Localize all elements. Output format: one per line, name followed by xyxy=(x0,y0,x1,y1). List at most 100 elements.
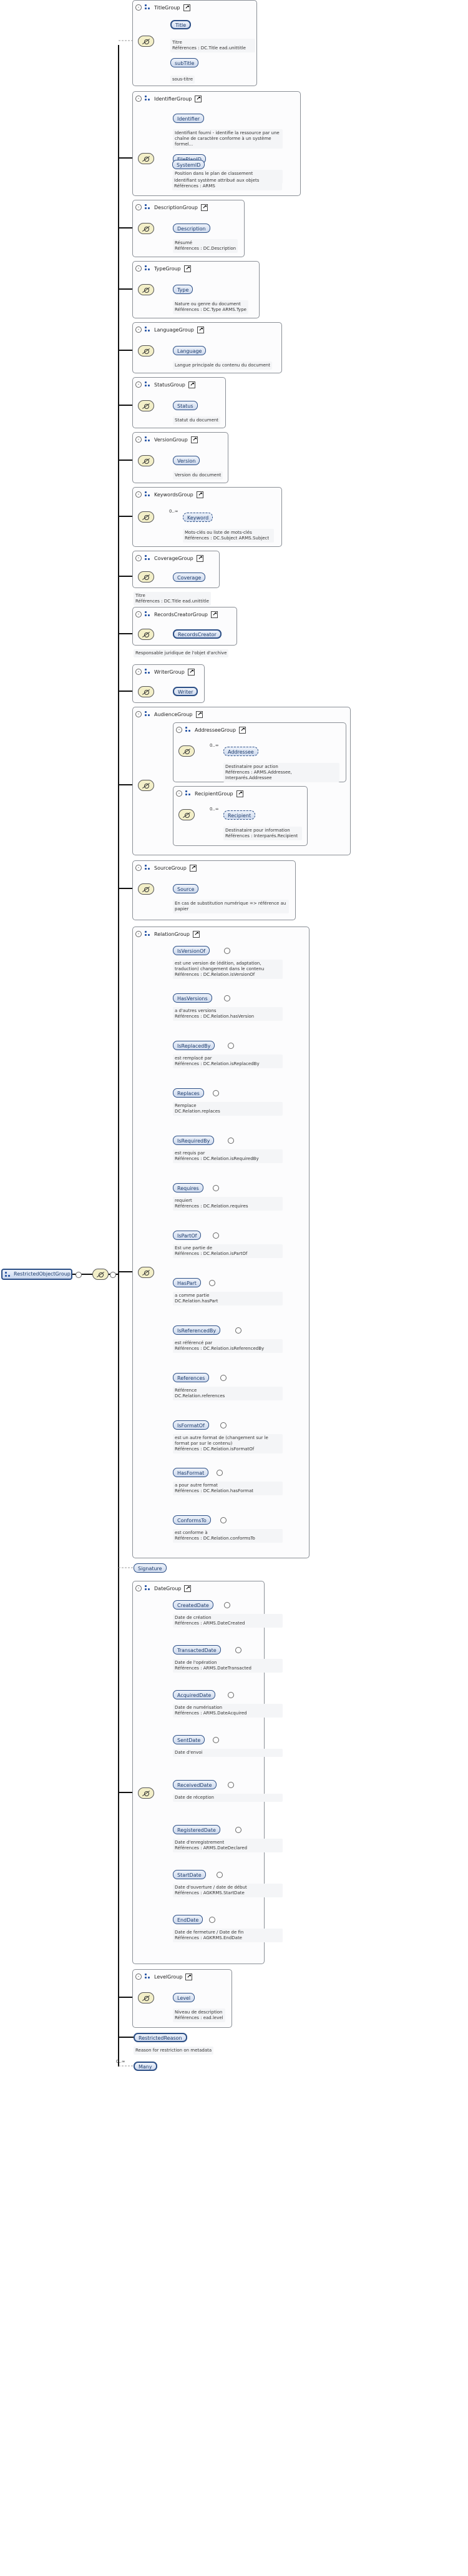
element-version[interactable]: Version xyxy=(173,456,200,465)
sequence-compositor-icon[interactable] xyxy=(138,1267,154,1278)
collapse-icon[interactable]: - xyxy=(135,1974,142,1980)
collapse-icon[interactable]: - xyxy=(135,204,142,210)
sequence-compositor-icon[interactable] xyxy=(138,455,154,466)
expand-toggle-icon[interactable] xyxy=(224,995,230,1001)
sequence-compositor-icon[interactable] xyxy=(138,1992,154,2003)
element-systemid[interactable]: SystemID xyxy=(172,160,205,169)
element-transacteddate[interactable]: TransactedDate xyxy=(173,1645,221,1654)
collapse-icon[interactable]: - xyxy=(135,265,142,272)
element-hasversions[interactable]: HasVersions xyxy=(173,993,212,1003)
sequence-compositor-icon[interactable] xyxy=(178,745,195,757)
element-conformsto[interactable]: ConformsTo xyxy=(173,1515,211,1525)
expand-toggle-icon[interactable] xyxy=(213,1090,219,1096)
collapse-icon[interactable]: - xyxy=(135,669,142,675)
collapse-icon[interactable]: - xyxy=(135,436,142,443)
sequence-compositor-icon[interactable] xyxy=(138,400,154,411)
expand-toggle-icon[interactable] xyxy=(217,1872,223,1878)
link-icon[interactable] xyxy=(188,381,195,388)
element-status[interactable]: Status xyxy=(173,401,198,410)
sequence-compositor-icon[interactable] xyxy=(138,36,154,47)
expand-toggle-icon[interactable] xyxy=(76,1272,82,1278)
link-icon[interactable] xyxy=(211,611,218,618)
element-hasformat[interactable]: HasFormat xyxy=(173,1468,209,1477)
sequence-compositor-icon[interactable] xyxy=(138,686,154,697)
collapse-icon[interactable]: - xyxy=(135,96,142,102)
collapse-icon[interactable]: - xyxy=(176,727,182,733)
root-element[interactable]: RestrictedObjectGroup xyxy=(1,1269,72,1280)
sequence-compositor-icon[interactable] xyxy=(138,511,154,523)
link-icon[interactable] xyxy=(195,710,203,718)
expand-toggle-icon[interactable] xyxy=(110,1272,116,1278)
element-haspart[interactable]: HasPart xyxy=(173,1278,201,1287)
element-acquireddate[interactable]: AcquiredDate xyxy=(173,1690,216,1699)
expand-toggle-icon[interactable] xyxy=(228,1043,234,1049)
sequence-compositor-icon[interactable] xyxy=(138,780,154,791)
expand-toggle-icon[interactable] xyxy=(220,1422,227,1428)
element-ispartof[interactable]: IsPartOf xyxy=(173,1231,202,1240)
link-icon[interactable] xyxy=(183,265,191,272)
element-sentdate[interactable]: SentDate xyxy=(173,1735,205,1744)
collapse-icon[interactable]: - xyxy=(135,555,142,561)
collapse-icon[interactable]: - xyxy=(176,790,182,797)
expand-toggle-icon[interactable] xyxy=(228,1138,234,1144)
expand-toggle-icon[interactable] xyxy=(209,1917,215,1923)
collapse-icon[interactable]: - xyxy=(135,611,142,617)
element-enddate[interactable]: EndDate xyxy=(173,1915,203,1924)
element-language[interactable]: Language xyxy=(173,346,207,355)
collapse-icon[interactable]: - xyxy=(135,865,142,871)
link-icon[interactable] xyxy=(184,1585,192,1592)
link-icon[interactable] xyxy=(196,491,203,498)
collapse-icon[interactable]: - xyxy=(135,1585,142,1591)
sequence-compositor-icon[interactable] xyxy=(92,1269,109,1280)
link-icon[interactable] xyxy=(195,95,202,102)
link-icon[interactable] xyxy=(239,726,246,734)
collapse-icon[interactable]: - xyxy=(135,4,142,11)
expand-toggle-icon[interactable] xyxy=(235,1327,241,1334)
collapse-icon[interactable]: - xyxy=(135,327,142,333)
expand-toggle-icon[interactable] xyxy=(213,1737,219,1743)
sequence-compositor-icon[interactable] xyxy=(178,809,195,820)
element-isreferencedby[interactable]: IsReferencedBy xyxy=(173,1325,221,1335)
element-isformatof[interactable]: IsFormatOf xyxy=(173,1420,209,1430)
expand-toggle-icon[interactable] xyxy=(217,1470,223,1476)
element-source[interactable]: Source xyxy=(173,884,199,893)
expand-toggle-icon[interactable] xyxy=(228,1692,234,1698)
expand-toggle-icon[interactable] xyxy=(213,1232,219,1239)
expand-toggle-icon[interactable] xyxy=(235,1827,241,1833)
link-icon[interactable] xyxy=(197,326,204,333)
element-references[interactable]: References xyxy=(173,1373,210,1382)
element-isrequiredby[interactable]: IsRequiredBy xyxy=(173,1136,215,1145)
element-receiveddate[interactable]: ReceivedDate xyxy=(173,1780,217,1789)
sequence-compositor-icon[interactable] xyxy=(138,571,154,583)
element-startdate[interactable]: StartDate xyxy=(173,1870,206,1879)
element-identifier[interactable]: Identifier xyxy=(173,114,205,123)
sequence-compositor-icon[interactable] xyxy=(138,883,154,895)
link-icon[interactable] xyxy=(187,668,195,676)
expand-toggle-icon[interactable] xyxy=(224,1602,230,1608)
sequence-compositor-icon[interactable] xyxy=(138,153,154,164)
element-coverage[interactable]: Coverage xyxy=(173,573,206,582)
link-icon[interactable] xyxy=(236,790,243,797)
expand-toggle-icon[interactable] xyxy=(220,1375,227,1381)
element-addressee[interactable]: Addressee xyxy=(223,747,258,756)
expand-toggle-icon[interactable] xyxy=(220,1517,227,1523)
element-restrictedreason[interactable]: RestrictedReason xyxy=(134,2033,187,2042)
sequence-compositor-icon[interactable] xyxy=(138,345,154,356)
element-many[interactable]: Many xyxy=(134,2062,157,2071)
sequence-compositor-icon[interactable] xyxy=(138,1787,154,1799)
link-icon[interactable] xyxy=(185,1973,193,1980)
link-icon[interactable] xyxy=(189,864,197,872)
link-icon[interactable] xyxy=(183,4,190,11)
element-requires[interactable]: Requires xyxy=(173,1183,203,1192)
expand-toggle-icon[interactable] xyxy=(213,1185,219,1191)
collapse-icon[interactable]: - xyxy=(135,381,142,388)
collapse-icon[interactable]: - xyxy=(135,931,142,937)
element-keyword[interactable]: Keyword xyxy=(183,513,213,522)
expand-toggle-icon[interactable] xyxy=(228,1782,234,1788)
expand-toggle-icon[interactable] xyxy=(209,1280,215,1286)
element-isreplacedby[interactable]: IsReplacedBy xyxy=(173,1041,215,1050)
sequence-compositor-icon[interactable] xyxy=(138,223,154,234)
link-icon[interactable] xyxy=(190,436,198,443)
element-createddate[interactable]: CreatedDate xyxy=(173,1600,213,1610)
link-icon[interactable] xyxy=(192,930,200,938)
